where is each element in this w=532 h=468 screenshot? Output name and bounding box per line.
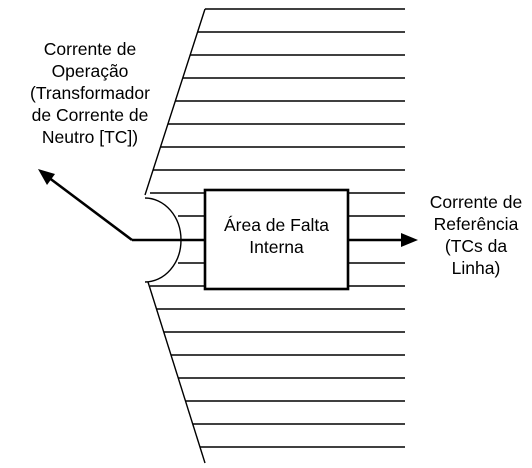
internal-fault-area-label-line: Interna	[249, 237, 304, 257]
operating-current-label: Corrente de Operação (Transformador de C…	[0, 38, 180, 148]
zone-boundary-lower	[147, 281, 206, 464]
operating-current-label-line: de Corrente de	[31, 105, 149, 125]
operating-current-label-line: Operação	[51, 61, 129, 81]
internal-fault-area-label-line: Área de Falta	[223, 215, 330, 235]
operating-current-label-line: Corrente de	[43, 39, 137, 59]
zone-boundary-upper	[144, 8, 206, 196]
reference-current-label-line: Linha)	[451, 258, 501, 278]
operating-current-label-line: Neutro [TC])	[41, 127, 139, 147]
operating-current-label-line: (Transformador	[30, 83, 150, 103]
reference-current-label-line: Corrente de	[429, 192, 523, 212]
operating-current-line	[47, 175, 133, 242]
operating-current-arrowhead	[38, 169, 55, 185]
internal-fault-area-label: Área de Falta Interna	[205, 214, 348, 258]
reference-current-label: Corrente de Referência (TCs da Linha)	[420, 191, 532, 279]
reference-current-arrowhead	[401, 233, 418, 247]
reference-current-label-line: (TCs da	[444, 236, 508, 256]
reference-current-label-line: Referência	[433, 214, 519, 234]
